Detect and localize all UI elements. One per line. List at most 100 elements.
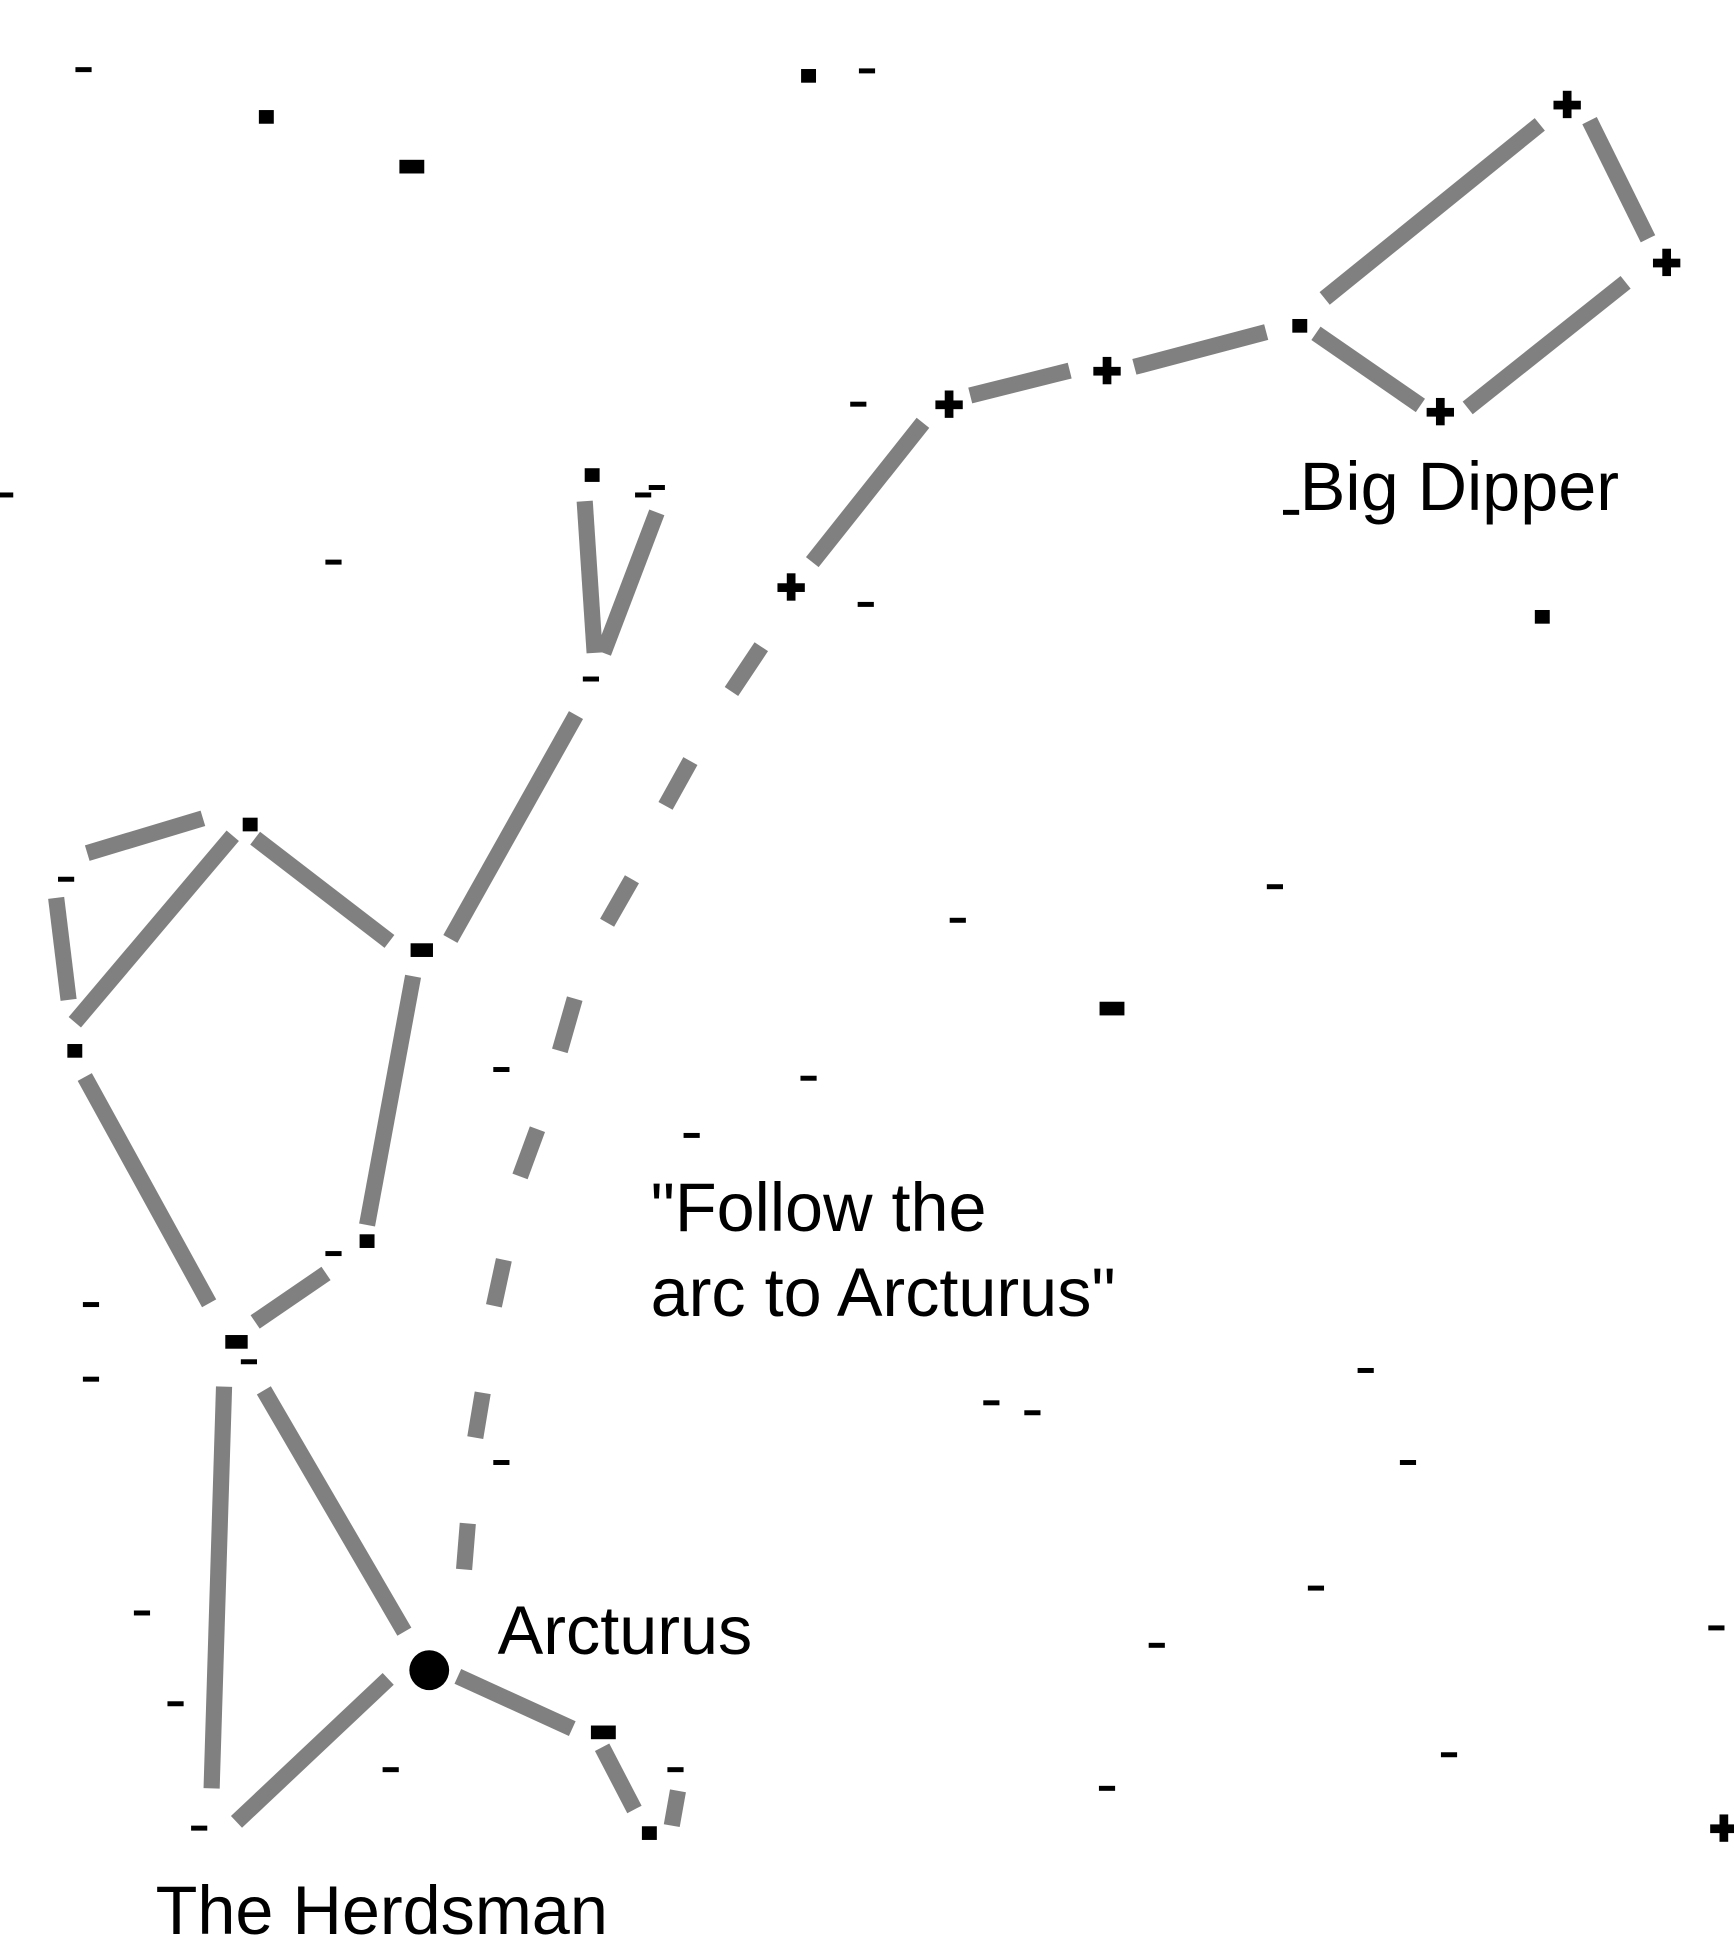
herdsman-line — [48, 896, 77, 1001]
faint-star — [1399, 1460, 1417, 1465]
bright-star — [1553, 90, 1581, 119]
herdsman-line — [256, 1386, 412, 1636]
star — [410, 943, 433, 957]
faint-star — [240, 1359, 258, 1365]
faint-star — [1282, 509, 1300, 515]
faint-star — [133, 1610, 151, 1616]
faint-star — [382, 1767, 399, 1773]
faint-star — [635, 492, 652, 498]
bright-star-arm — [1435, 397, 1445, 426]
herdsman-label: The Herdsman — [156, 1873, 608, 1949]
faint-star — [648, 485, 665, 490]
faint-star — [0, 492, 14, 498]
faint-star — [82, 1376, 100, 1382]
faint-star — [1307, 1585, 1325, 1591]
arc-dash — [456, 1522, 476, 1571]
faint-star — [191, 1825, 208, 1831]
arc-dash — [512, 1126, 546, 1180]
herdsman-line — [68, 830, 239, 1028]
bright-star — [1093, 356, 1121, 385]
faint-star — [683, 1132, 700, 1138]
herdsman-line — [443, 711, 584, 943]
faint-star — [167, 1701, 184, 1707]
arc-dash — [552, 996, 583, 1054]
big-dipper-handle-line — [805, 417, 930, 568]
big-dipper-handle-line — [1132, 324, 1269, 375]
arc-dash — [467, 1391, 491, 1439]
star — [1534, 609, 1550, 624]
star — [258, 110, 274, 124]
follow-arc-label-line1: "Follow the — [651, 1170, 987, 1246]
bright-star-arm — [1719, 1814, 1729, 1842]
herdsman-line — [250, 1266, 331, 1329]
star — [359, 1234, 375, 1248]
star — [584, 468, 600, 482]
arc-dash — [486, 1258, 512, 1308]
herdsman-line — [454, 1669, 576, 1736]
faint-star — [1098, 1785, 1116, 1791]
star — [225, 1335, 248, 1349]
bright-star-arm — [1562, 90, 1572, 119]
bright-star — [1426, 397, 1454, 426]
faint-star — [582, 676, 599, 682]
arcturus-label: Arcturus — [498, 1593, 753, 1669]
star — [399, 159, 425, 174]
faint-star — [325, 559, 342, 565]
faint-star — [850, 401, 867, 407]
arc-dash — [600, 875, 639, 927]
faint-star — [493, 1460, 510, 1465]
faint-star — [1148, 1642, 1165, 1648]
big-dipper-line — [1462, 275, 1631, 415]
faint-star — [857, 601, 874, 607]
faint-star — [949, 917, 966, 923]
faint-star — [858, 68, 876, 74]
star — [242, 817, 258, 832]
big-dipper-line — [1319, 118, 1545, 305]
faint-star — [325, 1251, 342, 1257]
herdsman-line — [84, 810, 206, 861]
big-dipper-line — [1582, 117, 1656, 243]
bright-star — [1710, 1814, 1734, 1842]
herdsman-line — [250, 831, 395, 948]
bright-star-arm — [944, 390, 954, 418]
bright-star — [935, 390, 963, 418]
bright-star-arm — [1662, 248, 1672, 277]
herdsman-line — [663, 1789, 686, 1828]
big-dipper-line — [1311, 326, 1426, 413]
follow-arc-label-line2: arc to Arcturus" — [651, 1255, 1116, 1331]
bright-star-arm — [786, 573, 796, 601]
faint-star — [1266, 884, 1283, 890]
constellation-lines — [48, 117, 1656, 1828]
faint-star — [75, 67, 92, 73]
bright-star — [777, 573, 805, 601]
faint-star — [1440, 1752, 1458, 1758]
faint-star — [983, 1400, 1000, 1406]
herdsman-line — [77, 1073, 217, 1308]
herdsman-line — [594, 1743, 642, 1814]
star — [1292, 318, 1308, 333]
faint-star — [58, 876, 75, 882]
arc-dash — [724, 642, 769, 696]
stars — [0, 67, 1734, 1842]
star — [1099, 1001, 1125, 1016]
faint-star — [1357, 1367, 1374, 1373]
faint-star — [1024, 1410, 1041, 1416]
big-dipper-handle-line — [968, 362, 1072, 404]
bright-star — [1652, 248, 1681, 277]
star — [590, 1725, 616, 1740]
star — [801, 69, 817, 83]
star — [67, 1044, 83, 1058]
herdsman-line — [359, 974, 422, 1227]
arc-dash — [658, 757, 698, 810]
bright-star-arm — [1102, 356, 1112, 385]
big-dipper-label: Big Dipper — [1300, 449, 1619, 525]
faint-star — [800, 1075, 817, 1081]
faint-star — [667, 1767, 684, 1773]
arcturus-star — [409, 1650, 450, 1691]
herdsman-line — [203, 1386, 233, 1789]
herdsman-line — [230, 1673, 394, 1828]
herdsman-line — [576, 500, 603, 654]
star — [641, 1826, 657, 1840]
herdsman-line — [595, 509, 665, 656]
